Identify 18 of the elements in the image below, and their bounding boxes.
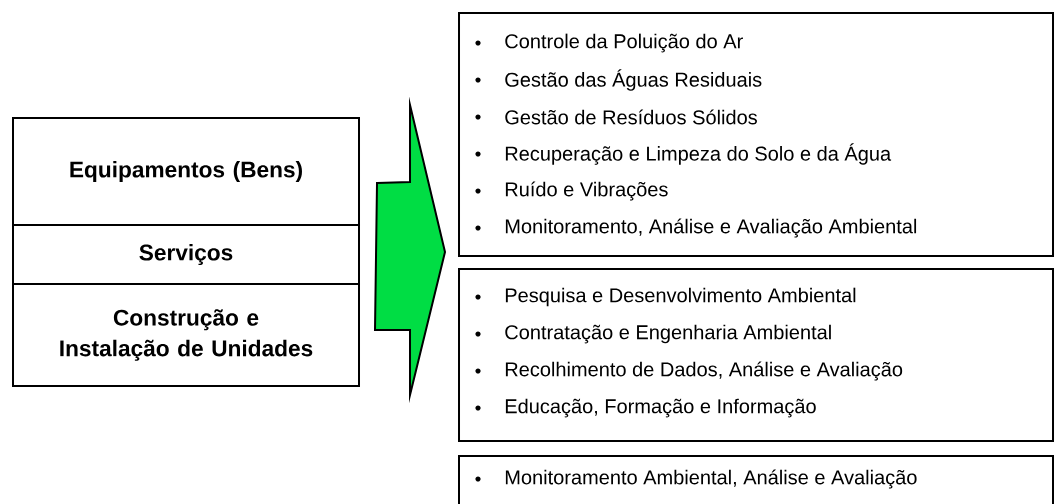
list-item: Educação, Formação e Informação [505, 398, 816, 418]
block-arrow [374, 96, 447, 404]
list-item: Pesquisa e Desenvolvimento Ambiental [505, 287, 856, 307]
list-box [458, 455, 1054, 504]
category-box: Serviços [12, 224, 360, 285]
list-item: Gestão das Águas Residuais [505, 69, 762, 91]
list-item: Recolhimento de Dados, Análise e Avaliação [505, 361, 903, 381]
list-item: Controle da Poluição do Ar [505, 33, 743, 53]
list-item: Recuperação e Limpeza do Solo e da Água [505, 143, 892, 165]
list-item: Monitoramento Ambiental, Análise e Avaliação [505, 469, 917, 489]
list-item: Monitoramento, Análise e Avaliação Ambiental [505, 218, 917, 238]
list-item: Ruído e Vibrações [505, 181, 668, 201]
category-box: Equipamentos (Bens) [12, 117, 360, 226]
list-item: Contratação e Engenharia Ambiental [505, 324, 831, 344]
category-box: Construção e Instalação de Unidades [12, 283, 360, 387]
list-box [458, 268, 1054, 442]
list-box [458, 12, 1054, 257]
list-item: Gestão de Resíduos Sólidos [505, 109, 757, 125]
